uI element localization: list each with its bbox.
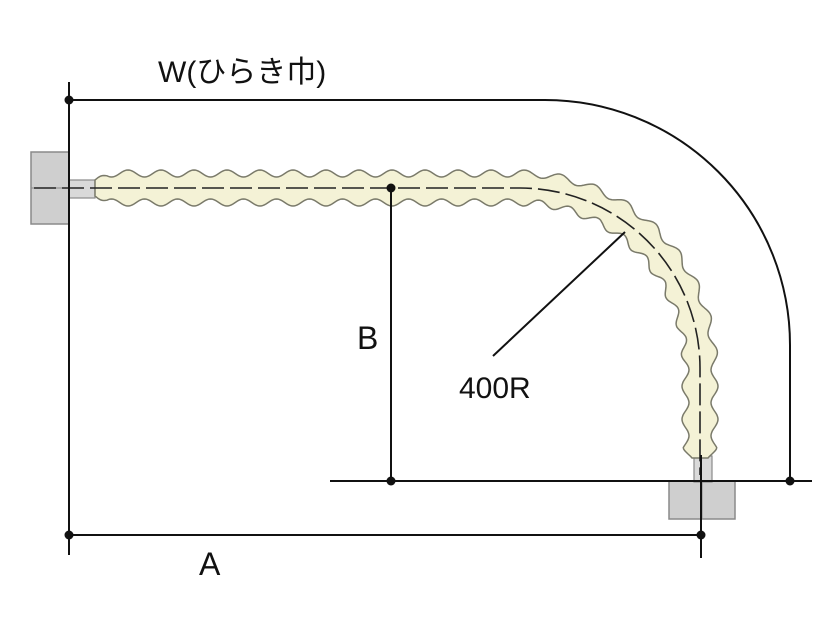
dimension-b-label: B [357, 320, 378, 356]
hose-outline [94, 169, 719, 459]
width-label: W(ひらき巾) [158, 56, 326, 89]
width-dimension-line [64, 95, 795, 486]
dimension-b-line [386, 183, 396, 486]
corrugated-hose [94, 169, 719, 459]
radius-label: 400R [459, 372, 531, 405]
hose-centerline [34, 187, 701, 475]
dimension-a-line [64, 530, 706, 540]
dimension-a-label: A [199, 546, 221, 582]
radius-leader-line [492, 231, 626, 357]
